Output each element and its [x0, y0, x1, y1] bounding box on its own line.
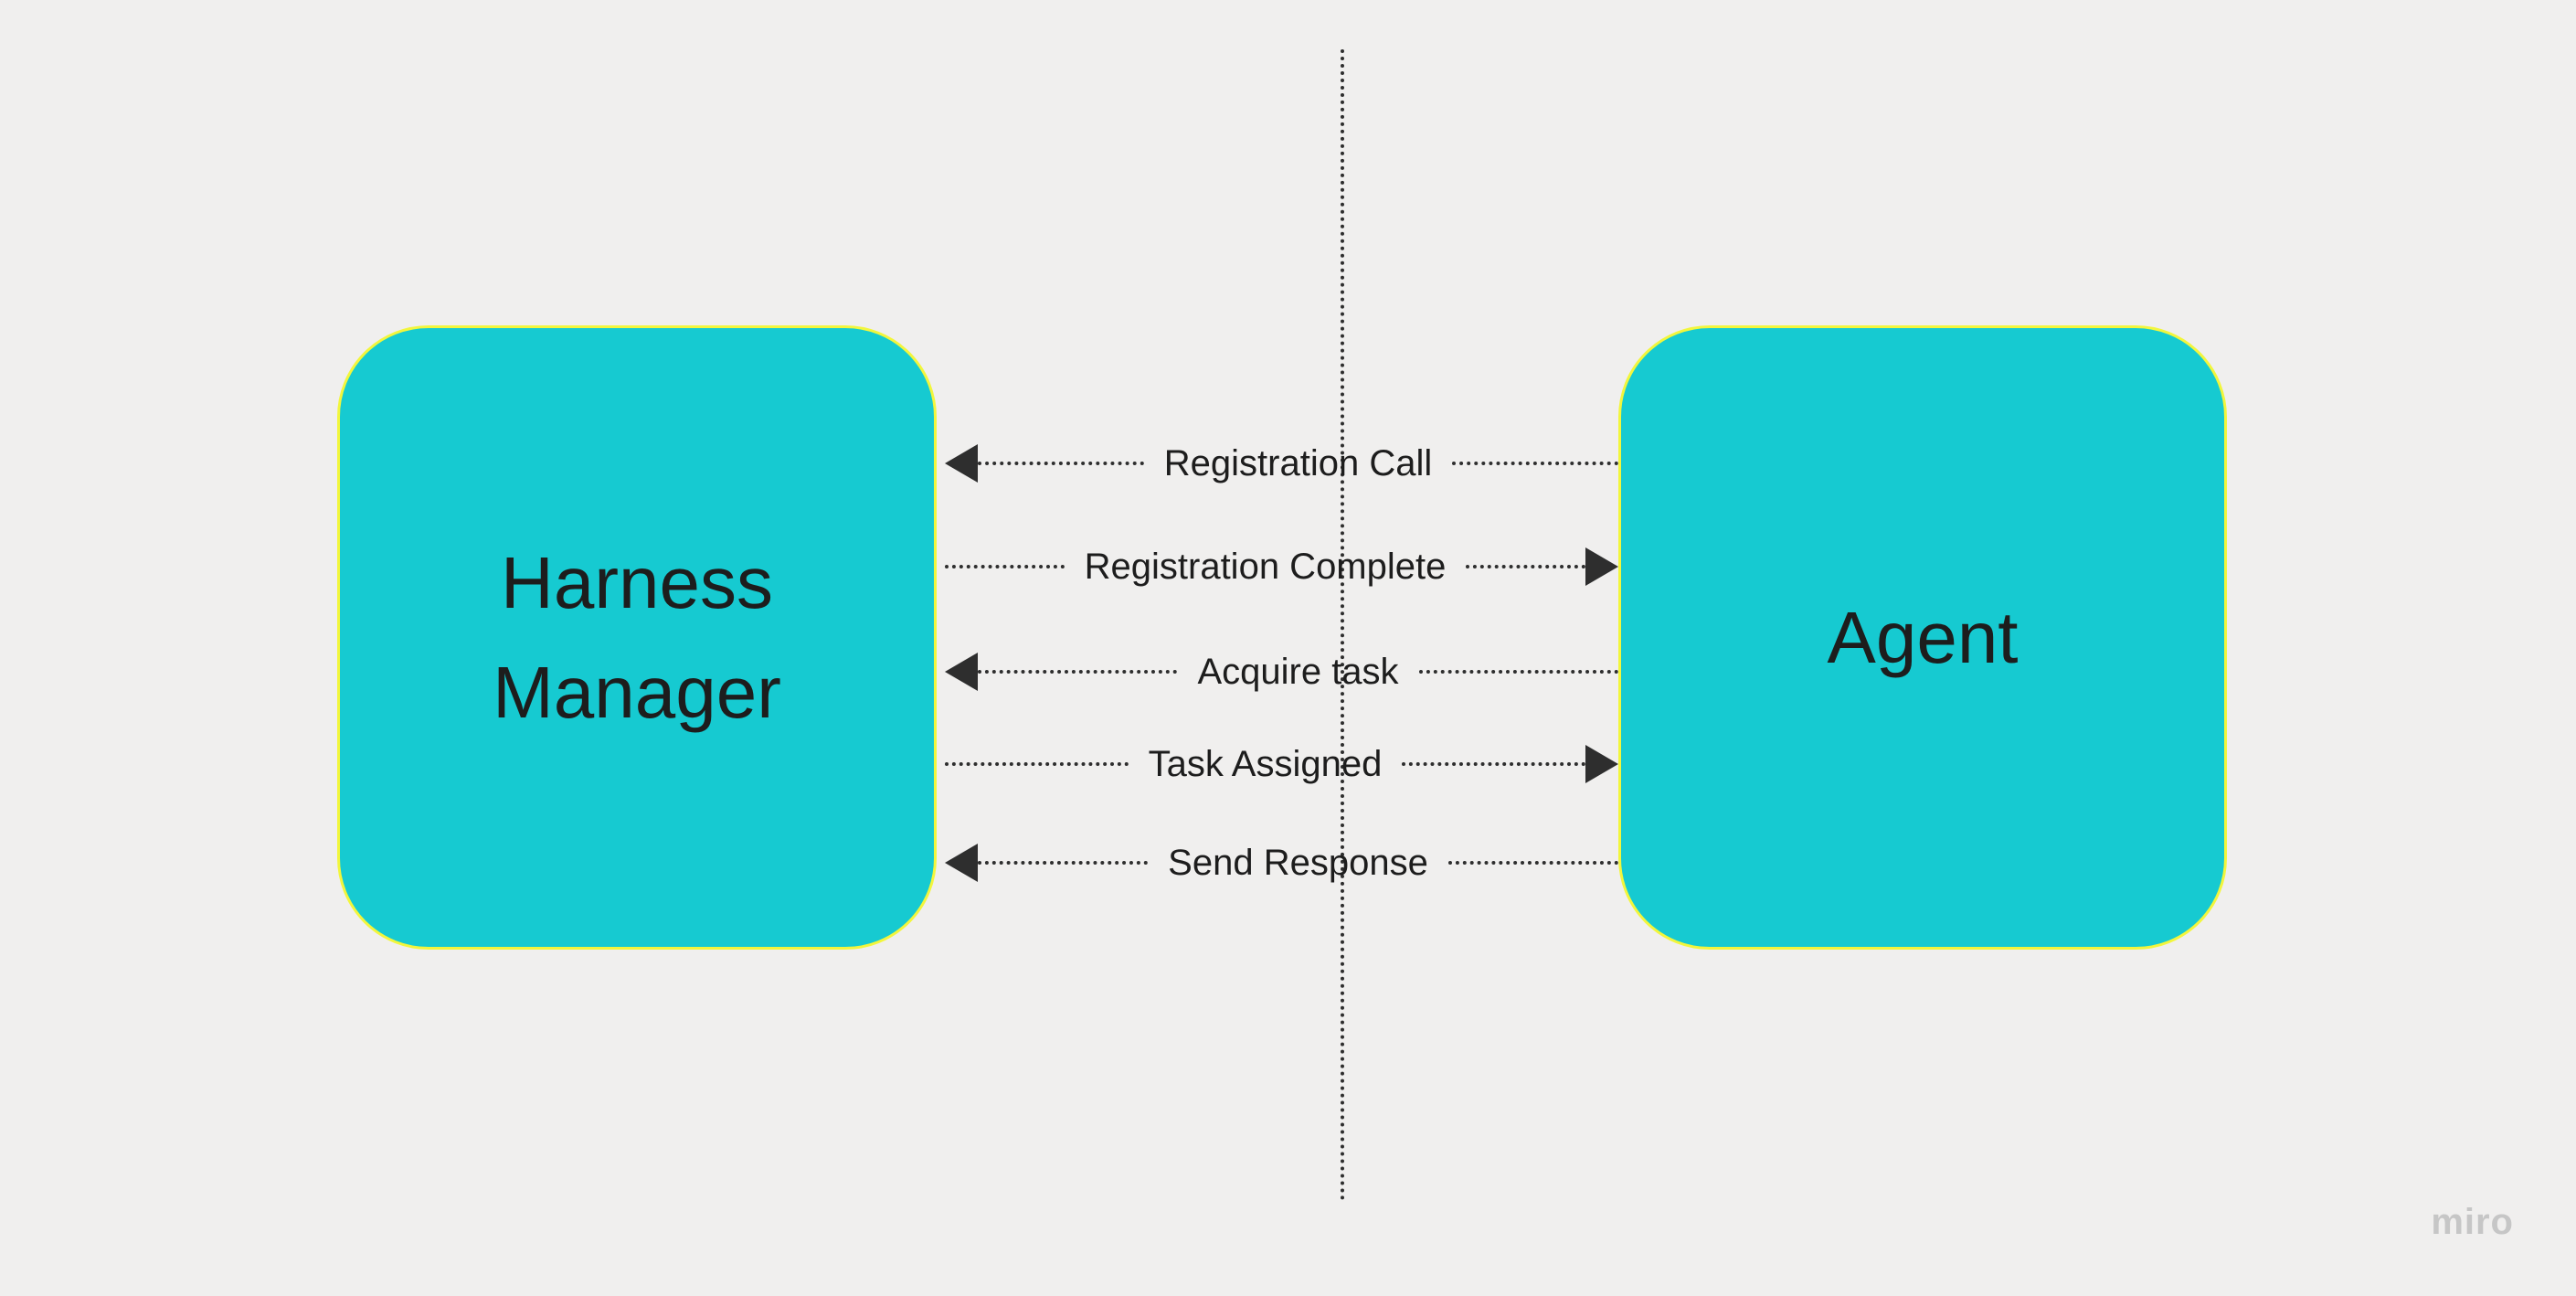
message-registration-call[interactable]: Registration Call [945, 430, 1618, 496]
harness-manager-label: Harness Manager [493, 541, 781, 733]
dotted-line [1402, 762, 1586, 766]
dotted-line [1466, 565, 1585, 568]
dotted-line [978, 462, 1144, 465]
arrowhead-left-icon [945, 444, 978, 483]
message-label: Acquire task [1197, 651, 1399, 692]
message-task-assigned[interactable]: Task Assigned [945, 731, 1619, 797]
dotted-line [945, 762, 1129, 766]
message-label: Registration Complete [1084, 546, 1447, 587]
message-acquire-task[interactable]: Acquire task [945, 639, 1619, 705]
arrowhead-right-icon [1585, 745, 1619, 783]
lifeline-divider[interactable] [1341, 49, 1344, 1201]
dotted-line [978, 861, 1149, 865]
message-label: Task Assigned [1148, 743, 1383, 784]
message-registration-complete[interactable]: Registration Complete [945, 534, 1618, 600]
dotted-line [978, 670, 1178, 674]
harness-manager-node[interactable]: Harness Manager [337, 325, 937, 950]
arrowhead-left-icon [945, 844, 978, 882]
agent-node[interactable]: Agent [1618, 325, 2227, 950]
arrowhead-left-icon [945, 653, 978, 691]
agent-label: Agent [1827, 596, 2019, 678]
arrowhead-right-icon [1585, 547, 1618, 586]
dotted-line [1452, 462, 1618, 465]
dotted-line [1447, 861, 1618, 865]
dotted-line [945, 565, 1065, 568]
message-label: Send Response [1168, 842, 1428, 883]
miro-watermark: miro [2431, 1202, 2514, 1242]
message-label: Registration Call [1163, 442, 1433, 483]
dotted-line [1418, 670, 1619, 674]
message-send-response[interactable]: Send Response [945, 830, 1618, 896]
